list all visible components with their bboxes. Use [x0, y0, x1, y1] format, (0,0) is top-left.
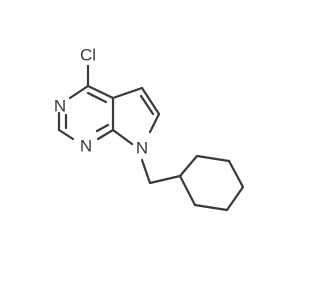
bond-c3a-c4-inner: [86, 91, 108, 104]
atom-n1: N: [80, 137, 92, 156]
atom-cl: Cl: [80, 46, 96, 65]
bond-c3a-c5: [111, 86, 144, 100]
bond-n1-c7a-inner: [95, 123, 110, 133]
bond-c4-n3: [68, 84, 90, 100]
bond-cy5-cy6: [193, 203, 229, 212]
bond-cy4-cy5: [225, 185, 245, 212]
bond-c3a-c4: [86, 84, 115, 100]
bond-cy1-cy2: [178, 154, 199, 178]
bond-cy6-cy1: [178, 174, 197, 207]
bond-n7-ch2: [140, 158, 152, 185]
bond-ch2-cy1: [148, 174, 182, 185]
atom-labels: Cl N N N: [54, 46, 148, 158]
bond-c2-n1: [57, 128, 75, 141]
bond-c5-c6: [140, 86, 161, 116]
bond-c5-c6-inner: [139, 94, 155, 116]
bond-cy2-cy3: [195, 154, 231, 163]
bond-n1-c7a: [96, 128, 115, 141]
molecule-structure: Cl N N N: [54, 46, 245, 212]
bonds: [57, 64, 245, 212]
bond-c6-n7: [148, 112, 161, 134]
bond-n7-c7a: [111, 128, 134, 146]
atom-n3: N: [54, 97, 66, 116]
bond-cy3-cy4: [227, 159, 245, 189]
atom-n7: N: [136, 139, 148, 158]
